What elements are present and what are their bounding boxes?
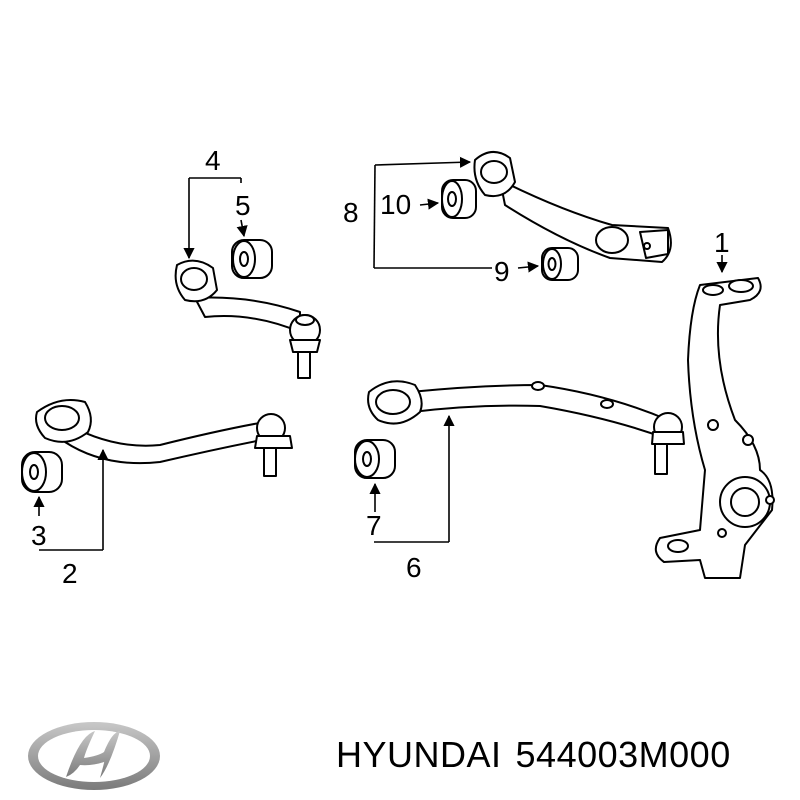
bushing-9: [541, 247, 579, 281]
callout-4: 4: [205, 145, 221, 176]
lower-control-arm-6: [367, 380, 685, 475]
callout-6: 6: [406, 552, 422, 583]
callout-labels: 1 2 3 4 5 6 7 8 9 10: [31, 145, 730, 589]
bushing-3: [21, 451, 63, 493]
callout-10: 10: [380, 189, 411, 220]
bushing-7: [354, 439, 396, 479]
bushing-10: [441, 179, 477, 219]
callout-7: 7: [366, 510, 382, 541]
callout-5: 5: [235, 190, 251, 221]
callout-3: 3: [31, 520, 47, 551]
bushing-5: [231, 239, 273, 279]
hyundai-logo: [28, 722, 160, 790]
part-caption: HYUNDAI 544003M000: [336, 734, 745, 776]
steering-knuckle: [654, 277, 775, 579]
leader-lines: [33, 156, 728, 551]
callout-8: 8: [343, 197, 359, 228]
control-arm-8: [473, 151, 672, 263]
callout-1: 1: [714, 227, 730, 258]
upper-control-arm: [174, 259, 321, 379]
callout-2: 2: [62, 558, 78, 589]
lower-control-arm-2: [35, 399, 293, 477]
callout-9: 9: [494, 256, 510, 287]
brand-name: HYUNDAI: [336, 734, 502, 775]
part-number: 544003M000: [515, 734, 731, 775]
